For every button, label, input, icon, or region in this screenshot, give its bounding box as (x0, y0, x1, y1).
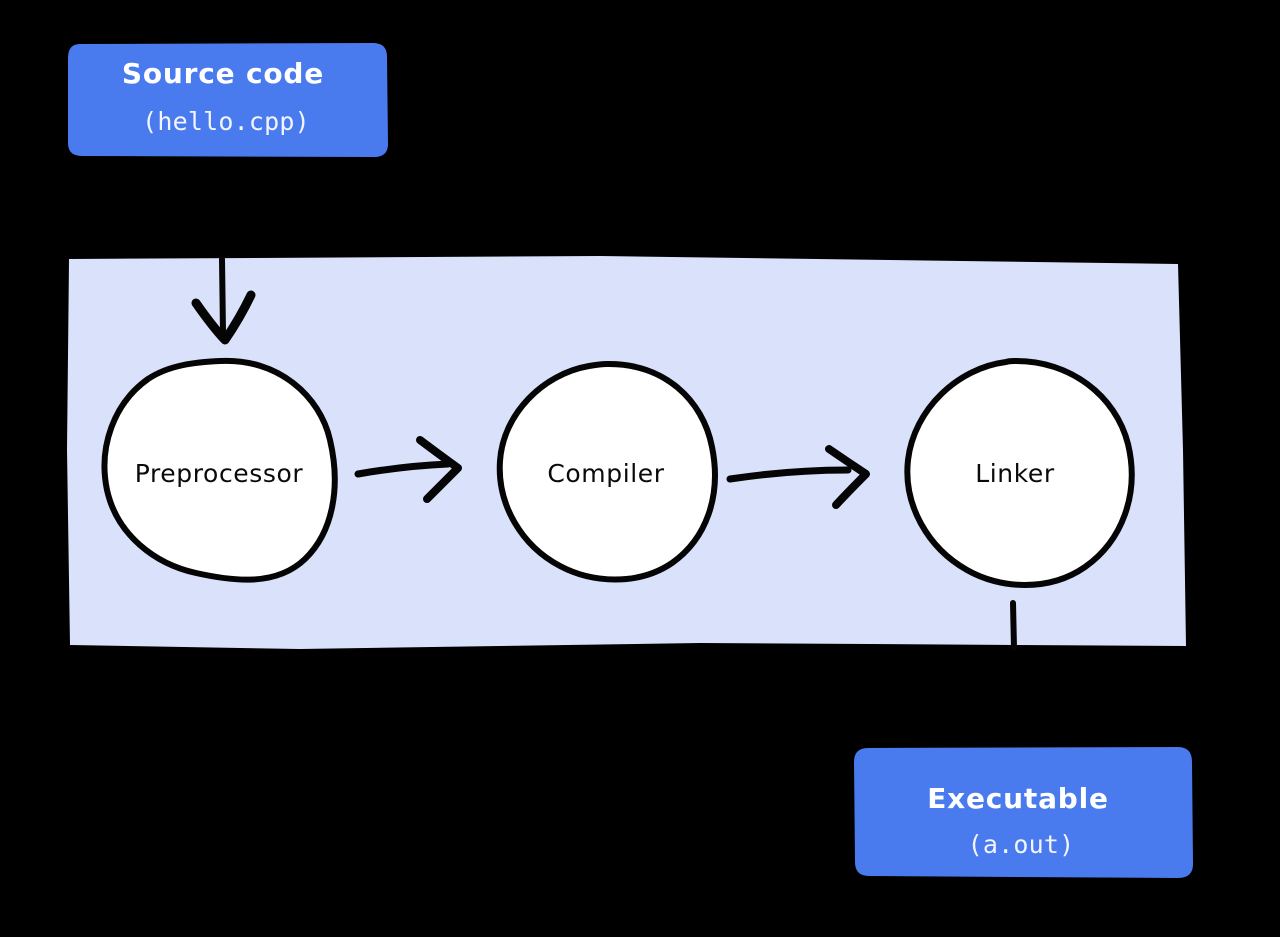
executable-box[interactable]: Executable (a.out) (854, 747, 1193, 878)
executable-box-shape (854, 747, 1193, 878)
edge-source-to-preprocessor-line (219, 256, 226, 336)
edge-compiler-to-linker-line (726, 466, 852, 483)
edge-linker-to-executable-line (1010, 600, 1017, 651)
edge-linker-to-executable (1010, 600, 1017, 651)
node-compiler-label: Compiler (547, 459, 664, 488)
node-preprocessor-label: Preprocessor (135, 459, 304, 488)
node-preprocessor-shape (101, 357, 338, 583)
edge-source-to-preprocessor-arrowhead (191, 290, 256, 345)
node-linker-label: Linker (975, 459, 1055, 488)
node-compiler-shape (496, 360, 718, 583)
node-preprocessor[interactable]: Preprocessor (101, 357, 338, 583)
edge-preprocessor-to-compiler (354, 436, 462, 503)
node-linker[interactable]: Linker (904, 357, 1135, 588)
source-code-subtitle: (hello.cpp) (142, 107, 310, 136)
edge-source-to-preprocessor (191, 256, 256, 345)
edge-preprocessor-to-compiler-arrowhead (416, 436, 462, 503)
source-code-box[interactable]: Source code (hello.cpp) (68, 43, 388, 157)
source-code-title: Source code (122, 57, 324, 90)
node-linker-shape (904, 357, 1135, 588)
executable-title: Executable (927, 782, 1109, 815)
node-compiler[interactable]: Compiler (496, 360, 718, 583)
executable-subtitle: (a.out) (968, 830, 1075, 859)
edge-compiler-to-linker (726, 445, 870, 509)
source-code-box-shape (68, 43, 388, 157)
edge-compiler-to-linker-arrowhead (825, 445, 870, 509)
edge-preprocessor-to-compiler-line (354, 460, 452, 478)
